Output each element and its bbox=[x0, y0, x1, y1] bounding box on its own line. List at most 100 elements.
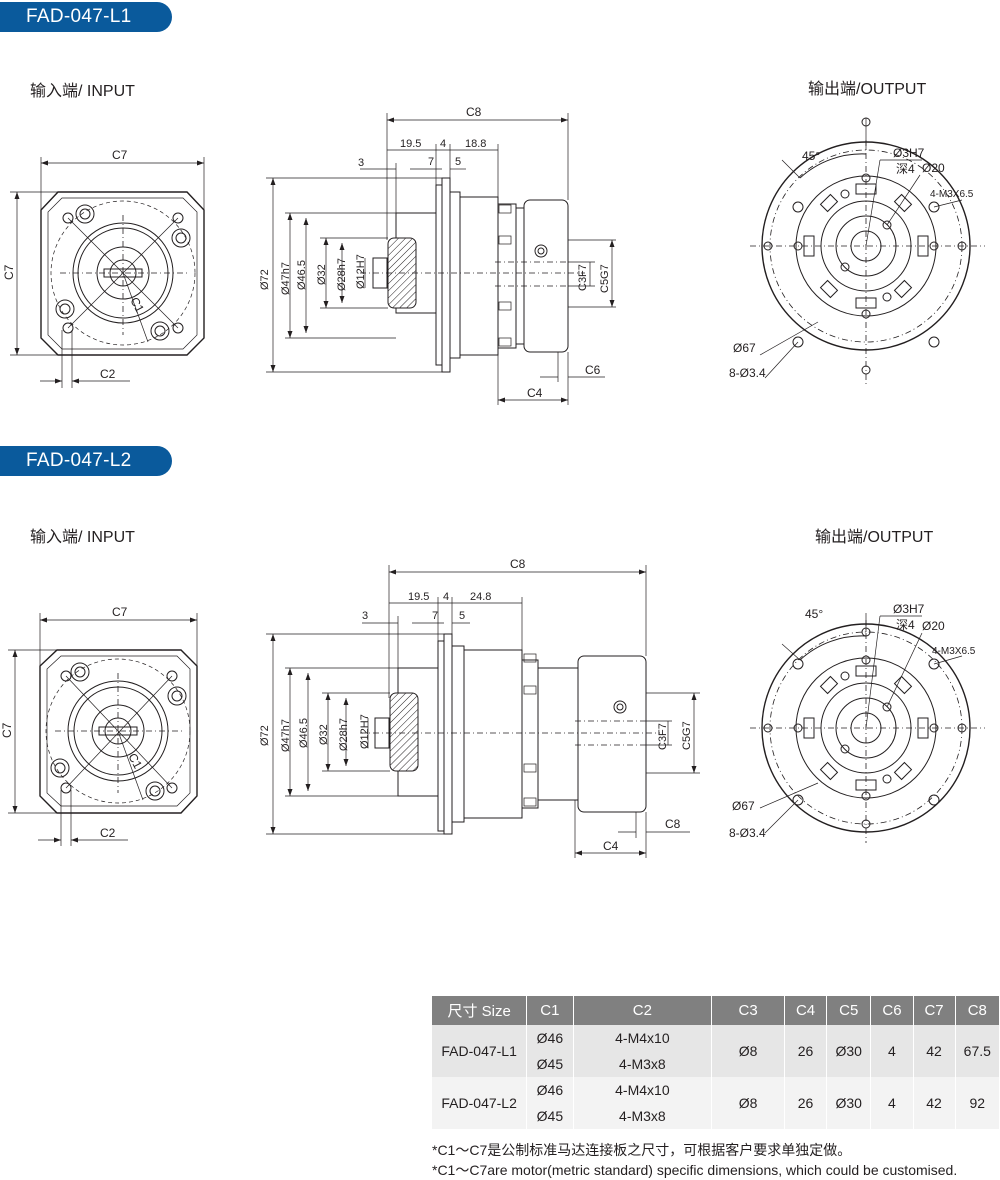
cell-size: FAD-047-L1 bbox=[432, 1025, 528, 1077]
dim-3-l1: 3 bbox=[358, 157, 364, 169]
table-row: Ø45 4-M3x8 bbox=[432, 1103, 1000, 1129]
dim-c8-l2: C8 bbox=[510, 557, 526, 571]
dim-phi72-l2: Ø72 bbox=[259, 725, 271, 746]
dim-phi67-l1: Ø67 bbox=[733, 341, 756, 355]
note-english: *C1～C7are motor(metric standard) specifi… bbox=[432, 1162, 958, 1178]
cell-c3: Ø8 bbox=[711, 1025, 785, 1077]
output-label-l1: 输出端/OUTPUT bbox=[808, 81, 927, 98]
cell-c8: 67.5 bbox=[955, 1025, 1000, 1077]
side-view-l2: C8 19.5 4 24.8 3 7 5 Ø72 Ø47h7 Ø46.5 Ø32 bbox=[259, 557, 700, 858]
dim-holes-l1: 8-Ø3.4 bbox=[729, 366, 766, 380]
dim-phi20-l1: Ø20 bbox=[922, 161, 945, 175]
cell-size: FAD-047-L2 bbox=[432, 1077, 528, 1129]
cell-c1: Ø45 bbox=[526, 1051, 574, 1077]
dim-19-5-l1: 19.5 bbox=[400, 138, 421, 150]
dim-c8-l1: C8 bbox=[466, 105, 482, 119]
dim-angle-l1: 45° bbox=[802, 149, 820, 163]
dim-phi32-l1: Ø32 bbox=[316, 264, 328, 285]
dim-c2-l1: C2 bbox=[100, 367, 116, 381]
cell-c2: 4-M4x10 bbox=[573, 1077, 713, 1103]
dim-24-8-l2: 24.8 bbox=[470, 591, 491, 603]
dim-phi12-l1: Ø12H7 bbox=[355, 254, 367, 289]
dim-depth-l1: 深4 bbox=[896, 162, 915, 176]
dim-c1-l2: C1 bbox=[125, 751, 145, 771]
input-label-l1: 输入端/ INPUT bbox=[30, 83, 135, 100]
dim-phi47-l1: Ø47h7 bbox=[280, 262, 292, 295]
model-badge-l2: FAD-047-L2 bbox=[0, 446, 172, 476]
dim-m3-l1: 4-M3X6.5 bbox=[930, 189, 974, 200]
dim-c7-top-l2: C7 bbox=[112, 605, 128, 619]
note-chinese: *C1～C7是公制标准马达连接板之尺寸，可根据客户要求单独定做。 bbox=[432, 1142, 852, 1158]
table-row: Ø45 4-M3x8 bbox=[432, 1051, 1000, 1077]
dim-5-l1: 5 bbox=[455, 156, 461, 168]
cell-c1: Ø46 bbox=[526, 1025, 574, 1051]
dim-depth-l2: 深4 bbox=[896, 618, 915, 632]
dim-c4-l2: C4 bbox=[603, 839, 619, 853]
cell-c7: 42 bbox=[913, 1025, 956, 1077]
header-c5: C5 bbox=[826, 996, 872, 1025]
dim-c6-l1: C6 bbox=[585, 363, 601, 377]
header-size: 尺寸 Size bbox=[432, 996, 528, 1025]
cell-c3: Ø8 bbox=[711, 1077, 785, 1129]
dim-phi28-l2: Ø28h7 bbox=[338, 718, 350, 751]
dim-c5-l1: C5G7 bbox=[599, 264, 611, 293]
dim-c4-l1: C4 bbox=[527, 386, 543, 400]
cell-c8: 92 bbox=[955, 1077, 1000, 1129]
cell-c2: 4-M4x10 bbox=[573, 1025, 713, 1051]
cell-c2: 4-M3x8 bbox=[573, 1103, 713, 1129]
dim-c1-l1: C1 bbox=[127, 295, 147, 315]
drawing-l1: C7 C7 C2 C1 bbox=[2, 105, 985, 405]
cell-c5: Ø30 bbox=[826, 1077, 872, 1129]
header-c3: C3 bbox=[711, 996, 785, 1025]
dim-19-5-l2: 19.5 bbox=[408, 591, 429, 603]
dim-phi46-5-l1: Ø46.5 bbox=[296, 260, 308, 290]
cell-c6: 4 bbox=[870, 1025, 914, 1077]
cell-c7: 42 bbox=[913, 1077, 956, 1129]
drawing-l2: C7 C7 C2 C1 C8 bbox=[0, 557, 985, 858]
header-c8: C8 bbox=[955, 996, 1000, 1025]
dim-phi32-l2: Ø32 bbox=[318, 724, 330, 745]
header-c2: C2 bbox=[573, 996, 713, 1025]
dim-7-l1: 7 bbox=[428, 156, 434, 168]
cell-c4: 26 bbox=[784, 1025, 828, 1077]
dim-phi28-l1: Ø28h7 bbox=[336, 258, 348, 291]
cell-c1: Ø46 bbox=[526, 1077, 574, 1103]
output-view-l2: 45° Ø3H7 深4 Ø20 4-M3X6.5 Ø67 8-Ø3.4 bbox=[729, 602, 985, 843]
dim-c5-l2: C5G7 bbox=[681, 721, 693, 750]
cell-c6: 4 bbox=[870, 1077, 914, 1129]
dim-c7-side-l2: C7 bbox=[0, 722, 14, 738]
dim-phi67-l2: Ø67 bbox=[732, 799, 755, 813]
dim-phi12-l2: Ø12H7 bbox=[359, 714, 371, 749]
dim-phi3-l2: Ø3H7 bbox=[893, 602, 925, 616]
input-label-l2: 输入端/ INPUT bbox=[30, 529, 135, 546]
dim-c7-side-l1: C7 bbox=[2, 264, 16, 280]
cell-c5: Ø30 bbox=[826, 1025, 872, 1077]
dim-4-l2: 4 bbox=[443, 591, 449, 603]
cell-c2: 4-M3x8 bbox=[573, 1051, 713, 1077]
dim-holes-l2: 8-Ø3.4 bbox=[729, 826, 766, 840]
header-c6: C6 bbox=[870, 996, 914, 1025]
spec-table: 尺寸 Size C1 C2 C3 C4 C5 C6 C7 C8 FAD-047-… bbox=[432, 996, 1000, 1129]
header-c1: C1 bbox=[526, 996, 574, 1025]
table-header-row: 尺寸 Size C1 C2 C3 C4 C5 C6 C7 C8 bbox=[432, 996, 1000, 1025]
dim-phi47-l2: Ø47h7 bbox=[280, 719, 292, 752]
output-label-l2: 输出端/OUTPUT bbox=[815, 529, 934, 546]
dim-angle-l2: 45° bbox=[805, 607, 823, 621]
model-badge-l1: FAD-047-L1 bbox=[0, 2, 172, 32]
dim-m3-l2: 4-M3X6.5 bbox=[932, 646, 976, 657]
input-flange-view-l1: C7 C7 C2 C1 bbox=[2, 148, 205, 388]
header-c7: C7 bbox=[913, 996, 956, 1025]
table-row: FAD-047-L2 Ø46 4-M4x10 Ø8 26 Ø30 4 42 92 bbox=[432, 1077, 1000, 1129]
dim-phi3-l1: Ø3H7 bbox=[893, 146, 925, 160]
dim-c3-l1: C3F7 bbox=[577, 264, 589, 291]
input-flange-view-l2: C7 C7 C2 C1 bbox=[0, 605, 198, 846]
header-c4: C4 bbox=[784, 996, 828, 1025]
dim-c7-top-l1: C7 bbox=[112, 148, 128, 162]
cell-c4: 26 bbox=[784, 1077, 828, 1129]
output-view-l1: 45° Ø3H7 深4 Ø20 4-M3X6.5 Ø67 8-Ø3.4 bbox=[729, 117, 985, 385]
dim-7-l2: 7 bbox=[432, 610, 438, 622]
dim-phi72-l1: Ø72 bbox=[259, 269, 271, 290]
side-view-l1: C8 19.5 4 18.8 3 7 5 Ø72 Ø47h7 Ø46.5 bbox=[259, 105, 616, 405]
dim-18-8-l1: 18.8 bbox=[465, 138, 486, 150]
dim-phi46-5-l2: Ø46.5 bbox=[298, 718, 310, 748]
